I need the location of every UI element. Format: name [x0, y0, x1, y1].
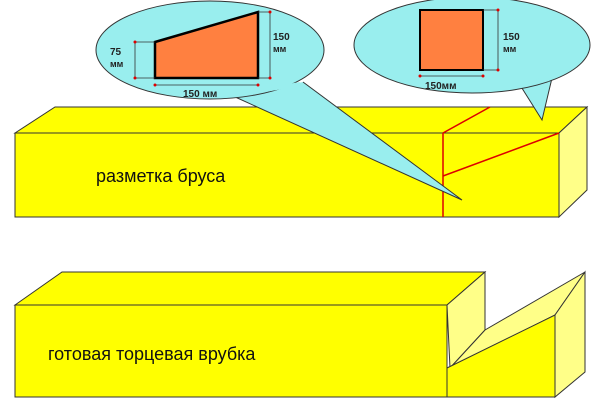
dim-75: 75: [110, 47, 122, 58]
dim-75-unit: мм: [110, 59, 124, 69]
marking-lines: [442, 106, 560, 217]
dim-150-width: 150мм: [425, 81, 456, 92]
bottom-beam-end-face: [554, 270, 586, 399]
dim-150-width: 150 мм: [183, 89, 217, 100]
dim-150-height: 150: [273, 32, 290, 43]
callout-left: 75 мм 150 мм 150 мм: [95, 0, 463, 201]
bottom-beam: [13, 270, 586, 399]
dim-150-height: 150: [503, 32, 520, 43]
callout-right: 150 мм 150мм: [353, 0, 591, 122]
top-beam-label: разметка бруса: [96, 166, 226, 186]
dim-150-height-unit: мм: [503, 44, 517, 54]
section-square: [419, 9, 484, 71]
bottom-beam-top-face: [13, 271, 487, 306]
bottom-beam-label: готовая торцевая врубка: [48, 344, 256, 364]
dim-150-height-unit: мм: [273, 44, 287, 54]
top-beam-end-face: [558, 105, 588, 219]
top-beam: [13, 105, 589, 219]
